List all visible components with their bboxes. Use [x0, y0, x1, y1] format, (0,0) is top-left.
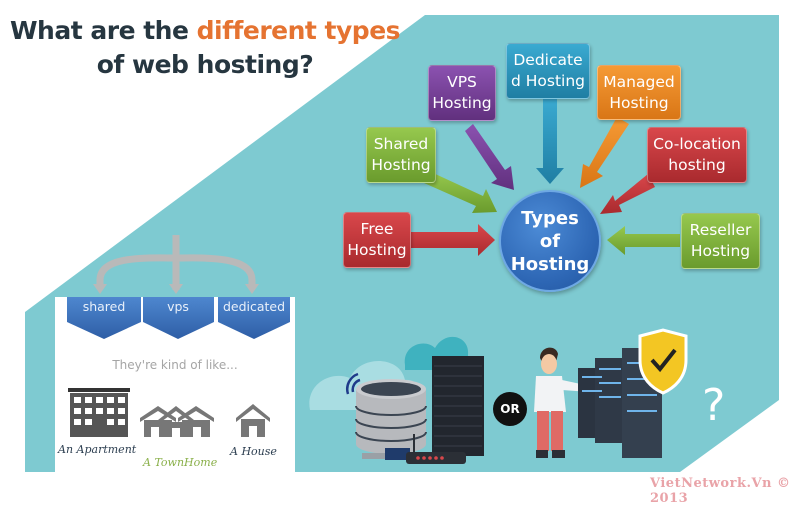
node-dedicated-hosting: Dedicate d Hosting — [506, 43, 590, 99]
question-mark-icon: ? — [702, 380, 726, 431]
node-vps-hosting: VPS Hosting — [428, 65, 496, 121]
center-line1: Types — [521, 207, 579, 229]
arrow-managed — [580, 117, 629, 188]
node-reseller-line1: Reseller — [689, 221, 752, 239]
node-colocation-hosting: Co-location hosting — [647, 127, 747, 183]
server-rack-icon — [432, 356, 484, 456]
arrow-dedicated — [536, 98, 564, 184]
page-title-line2: of web hosting? — [96, 50, 314, 79]
title-prefix: What are the — [9, 16, 197, 45]
arrow-vps — [465, 124, 514, 190]
router-icon — [362, 434, 466, 464]
chevron-vps — [143, 297, 214, 339]
node-managed-line1: Managed — [603, 72, 675, 91]
chevron-shared — [67, 297, 141, 339]
comparison-subtitle: They're kind of like... — [112, 358, 238, 372]
shield-check-icon — [638, 328, 688, 395]
chevron-dedicated — [218, 297, 290, 339]
node-free-line1: Free — [360, 220, 394, 238]
house-icon — [236, 404, 270, 437]
arrow-shared — [424, 172, 497, 213]
wifi-icon — [346, 372, 361, 395]
node-reseller-line2: Hosting — [690, 242, 751, 260]
analogy-townhome: A TownHome — [143, 456, 218, 469]
node-colocation-line1: Co-location — [653, 135, 741, 153]
node-managed-line2: Hosting — [609, 93, 669, 112]
node-dedicated-line2: d Hosting — [510, 72, 586, 90]
page-title-line1: What are the different types — [0, 16, 410, 45]
townhome-icon — [140, 406, 214, 437]
title-highlight: different types — [196, 16, 401, 45]
analogy-house: A House — [230, 445, 277, 458]
node-shared-line1: Shared — [373, 135, 429, 153]
or-badge: OR — [493, 392, 527, 426]
analogy-apartment: An Apartment — [58, 443, 137, 456]
tier-label-shared: shared — [82, 299, 126, 314]
arrow-reseller — [607, 226, 680, 255]
database-icon — [355, 379, 427, 454]
arrow-free — [411, 224, 495, 256]
node-dedicated-line1: Dedicate — [513, 51, 583, 69]
node-vps-line1: VPS — [447, 73, 477, 91]
tier-label-dedicated: dedicated — [222, 299, 286, 314]
node-colocation-line2: hosting — [668, 156, 726, 174]
center-line3: Hosting — [510, 253, 590, 275]
node-shared-line2: Hosting — [371, 156, 431, 174]
apartment-icon — [68, 388, 130, 437]
node-free-line2: Hosting — [347, 241, 407, 259]
arrow-colocation — [600, 174, 655, 214]
node-vps-line2: Hosting — [432, 94, 492, 112]
watermark: VietNetwork.Vn © 2013 — [650, 476, 791, 506]
tier-label-vps: vps — [167, 299, 189, 314]
center-line2: of — [539, 230, 561, 252]
